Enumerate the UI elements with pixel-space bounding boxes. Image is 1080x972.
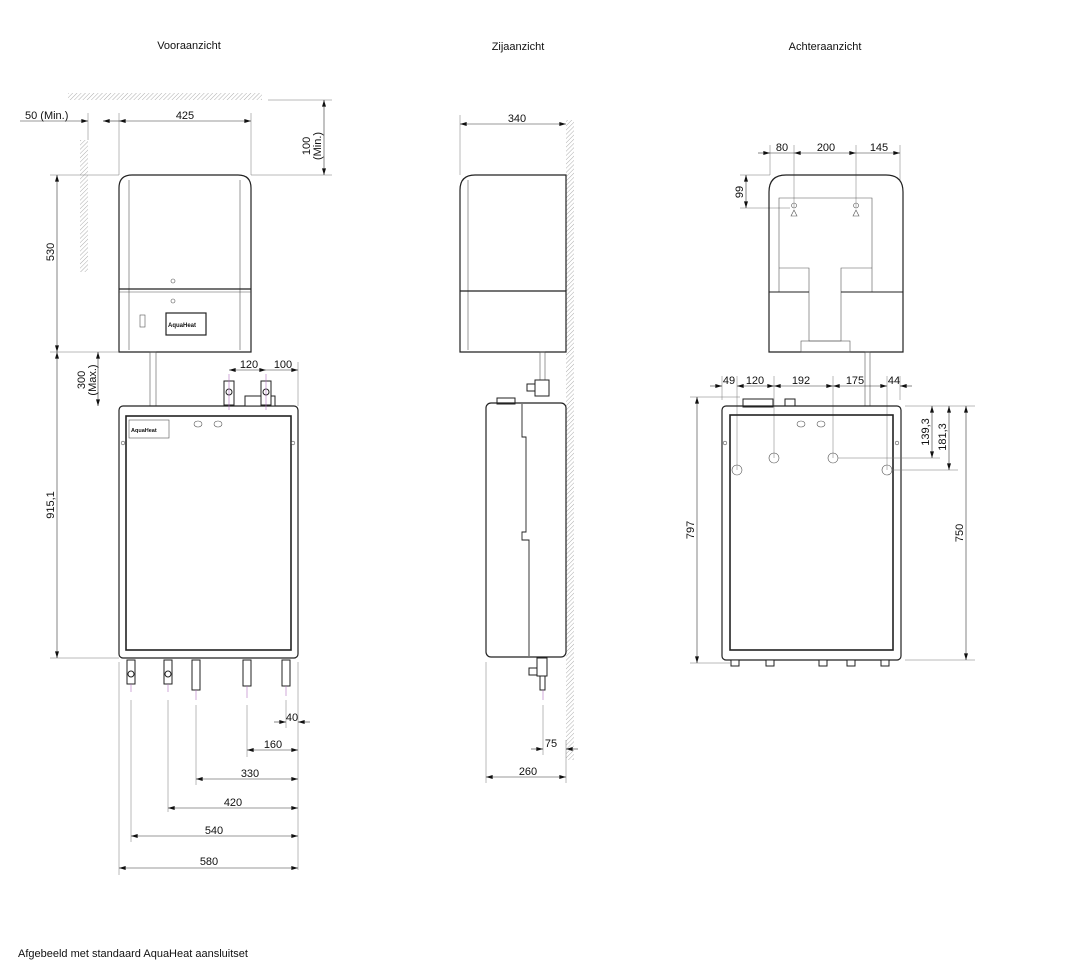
dim-bottom-420: 420 [224, 797, 242, 809]
upper-unit-side [459, 174, 567, 353]
lower-unit-back [721, 405, 902, 661]
keyhole-icon [852, 202, 860, 217]
dim-top-clearance-note: (Min.) [312, 132, 324, 160]
dim-fitting-offset: 75 [545, 738, 557, 750]
top-fittings [223, 374, 276, 410]
dim-top-fitting-2: 100 [274, 359, 292, 371]
lower-unit-front [118, 405, 299, 659]
dim-hook-left: 80 [776, 142, 788, 154]
lower-unit-side [485, 402, 567, 658]
dim-bottom-160: 160 [264, 739, 282, 751]
screw-icon [290, 440, 296, 446]
dim-top-fitting-1: 120 [240, 359, 258, 371]
front-view-title: Vooraanzicht [157, 40, 221, 52]
wall-hatch [566, 120, 574, 760]
dim-back-top-44: 44 [888, 375, 900, 387]
valve-icon [536, 657, 548, 677]
side-view: 340 75 260 [459, 113, 578, 783]
dim-hole-1: 139,3 [920, 418, 932, 446]
dim-height-lower-back: 750 [954, 524, 966, 542]
dim-bottom-40: 40 [286, 712, 298, 724]
logo-plate [128, 419, 170, 439]
front-view: 50 (Min.) 425 100 (Min.) AquaHeat 530 30… [20, 93, 332, 875]
mounting-hole-icon [768, 452, 780, 464]
back-view-title: Achteraanzicht [789, 41, 862, 53]
screw-icon [170, 278, 176, 284]
dim-pipe-length: 300 [76, 371, 88, 389]
connecting-pipe [149, 351, 157, 407]
dim-depth-lower: 260 [519, 766, 537, 778]
keyhole-icon [790, 202, 798, 217]
dim-height-lower: 915,1 [45, 491, 57, 519]
dim-back-top-120: 120 [746, 375, 764, 387]
dim-pipe-length-note: (Max.) [87, 364, 99, 395]
dim-hook-right: 145 [870, 142, 888, 154]
dim-depth-upper: 340 [508, 113, 526, 125]
logo-text: AquaHeat [131, 428, 157, 434]
mounting-hole-icon [731, 464, 743, 476]
screw-icon [170, 298, 176, 304]
dim-back-top-192: 192 [792, 375, 810, 387]
dim-height-upper: 530 [45, 243, 57, 261]
dim-height-total: 797 [685, 521, 697, 539]
footer-caption: Afgebeeld met standaard AquaHeat aanslui… [18, 948, 248, 960]
bottom-fittings [126, 659, 291, 700]
upper-unit-front [118, 174, 252, 353]
wall-hatch [80, 140, 88, 272]
dim-bottom-540: 540 [205, 825, 223, 837]
upper-unit-back [768, 174, 904, 353]
dim-back-top-175: 175 [846, 375, 864, 387]
screw-icon [120, 440, 126, 446]
logo-text: AquaHeat [168, 323, 196, 329]
dim-top-clearance: 100 [301, 137, 313, 155]
dim-hook-spacing: 200 [817, 142, 835, 154]
ceiling-hatch [68, 93, 262, 100]
dim-hole-2: 181,3 [937, 423, 949, 451]
side-view-title: Zijaanzicht [492, 41, 545, 53]
back-view: 80 200 145 99 49 120 192 175 44 [685, 142, 975, 667]
dim-bottom-580: 580 [200, 856, 218, 868]
dim-bottom-330: 330 [241, 768, 259, 780]
valve-icon [534, 379, 550, 397]
logo-plate [165, 312, 207, 336]
dim-back-top-49: 49 [723, 375, 735, 387]
dim-wall-clearance: 50 (Min.) [25, 110, 68, 122]
bottom-stubs [730, 659, 890, 667]
dim-hook-height: 99 [734, 186, 746, 198]
dim-width-upper: 425 [176, 110, 194, 122]
indicator-slot [139, 314, 146, 328]
